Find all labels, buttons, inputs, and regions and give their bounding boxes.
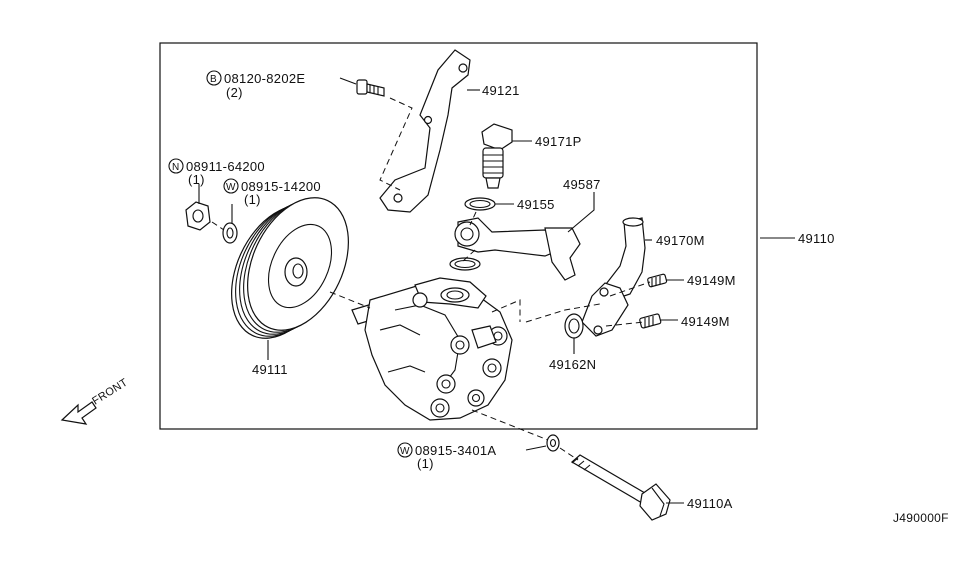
guide-line: [609, 281, 651, 297]
bolt-49149M-upper[interactable]: [647, 273, 668, 288]
label-49110A: 49110A: [687, 496, 733, 511]
guide-line: [211, 221, 225, 231]
symbol-w2: W: [400, 446, 410, 457]
symbol-circle-w2: [397, 442, 413, 458]
connector-49171P[interactable]: [481, 123, 513, 189]
symbol-n: N: [172, 162, 180, 173]
assembly-frame: [159, 42, 758, 430]
guide-line: [469, 211, 477, 226]
tube-49587[interactable]: [454, 217, 581, 281]
pump-body-49110[interactable]: [351, 277, 513, 421]
gasket-49162N[interactable]: [564, 313, 584, 339]
symbol-circle-b: [206, 70, 222, 86]
label-49111: 49111: [252, 362, 288, 377]
bolt-08120-8202E[interactable]: [356, 79, 385, 97]
qty-08915-14200: (1): [244, 192, 261, 207]
guide-line: [471, 409, 549, 441]
qty-08120-8202E: (2): [226, 85, 243, 100]
qty-08911-64200: (1): [188, 172, 205, 187]
washer-08915-3401A[interactable]: [546, 434, 560, 452]
symbol-circle-n: [168, 158, 184, 174]
washer-08915-14200[interactable]: [222, 222, 238, 244]
guide-line: [329, 291, 371, 309]
pulley-49111[interactable]: [212, 182, 369, 355]
label-49149M-upper: 49149M: [687, 273, 736, 288]
bolt-49110A[interactable]: [570, 454, 671, 521]
bolt-49149M-lower[interactable]: [639, 313, 662, 329]
guide-line: [525, 303, 601, 323]
label-49121: 49121: [482, 83, 520, 98]
front-arrow-icon: [60, 401, 97, 425]
guide-line: [491, 299, 521, 322]
label-49171P: 49171P: [535, 134, 582, 149]
leader-line: [525, 445, 547, 451]
qty-08915-3401A: (1): [417, 456, 434, 471]
label-49587: 49587: [563, 177, 601, 192]
nut-08911-64200[interactable]: [185, 201, 211, 231]
label-49170M: 49170M: [656, 233, 705, 248]
label-08120-8202E: 08120-8202E: [224, 71, 305, 86]
pipe-49170M[interactable]: [581, 217, 646, 337]
label-08915-14200: 08915-14200: [241, 179, 321, 194]
seal-49155-lower[interactable]: [449, 257, 481, 271]
label-49155: 49155: [517, 197, 555, 212]
front-label: FRONT: [90, 376, 130, 407]
label-49149M-lower: 49149M: [681, 314, 730, 329]
guide-line: [559, 447, 579, 461]
symbol-circle-w1: [223, 178, 239, 194]
bracket-49121[interactable]: [379, 49, 471, 213]
guide-line: [605, 321, 645, 327]
symbol-b: B: [210, 74, 217, 85]
symbol-w1: W: [226, 182, 236, 193]
diagram-code: J490000F: [893, 511, 949, 525]
label-08915-3401A: 08915-3401A: [415, 443, 496, 458]
leader-line: [339, 77, 357, 85]
label-08911-64200: 08911-64200: [186, 159, 265, 174]
label-49110: 49110: [798, 231, 835, 246]
guide-line: [461, 249, 476, 263]
label-49162N: 49162N: [549, 357, 596, 372]
leader-line: [567, 192, 595, 233]
